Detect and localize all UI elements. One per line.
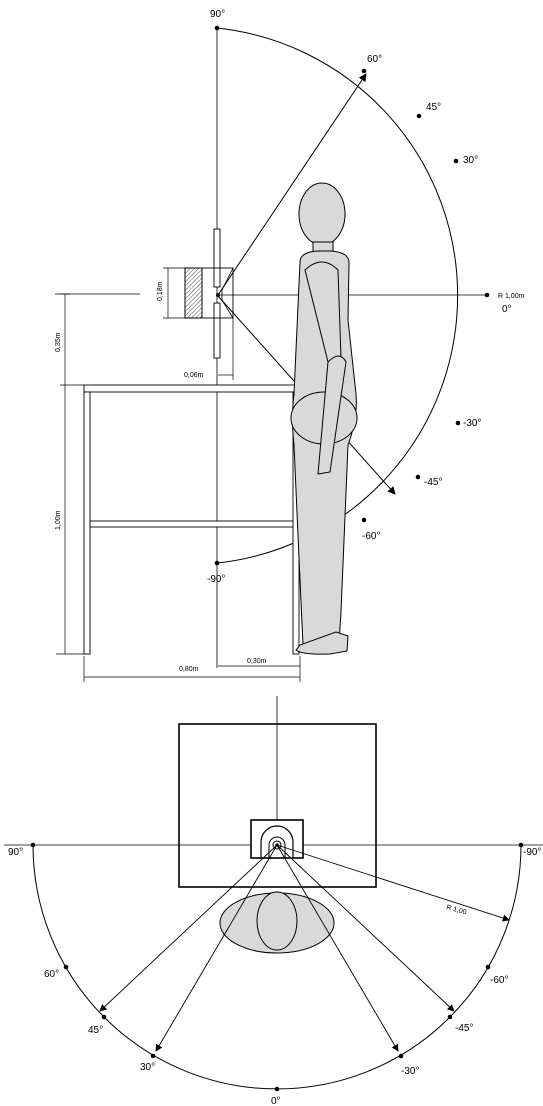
person-head xyxy=(256,891,298,951)
top-label-minus45: -45° xyxy=(455,1023,473,1034)
table-top xyxy=(178,723,377,888)
side-radius-label: R 1,00m xyxy=(498,293,525,300)
side-view: 90° 60° 45° 30° R 1,00m 0° -30° -45° -60… xyxy=(55,9,525,682)
top-arc-points xyxy=(30,842,524,1092)
side-label-30: 30° xyxy=(463,155,478,166)
side-label-60: 60° xyxy=(367,54,382,65)
sensor-top xyxy=(250,819,304,859)
top-label-30: 30° xyxy=(140,1062,155,1073)
dim-above-table: 0,35m xyxy=(55,332,62,352)
dim-table-depth: 0,80m xyxy=(179,666,199,673)
top-label-60: 60° xyxy=(44,969,59,980)
dim-table-height: 1,00m xyxy=(55,510,62,530)
person-side xyxy=(290,182,358,655)
table xyxy=(83,384,301,655)
dim-sensor-depth: 0,06m xyxy=(184,372,204,379)
arc-points xyxy=(214,25,490,566)
dim-person-offset: 0,30m xyxy=(247,658,267,665)
ray-60 xyxy=(217,73,367,296)
side-label-45: 45° xyxy=(426,102,441,113)
top-label-45: 45° xyxy=(88,1025,103,1036)
top-radius-label: R 1,00 xyxy=(445,904,467,916)
side-label-90: 90° xyxy=(210,9,225,20)
dimension-lines xyxy=(56,267,301,682)
top-label-minus30: -30° xyxy=(401,1066,419,1077)
top-label-right-minus90: -90° xyxy=(523,847,541,858)
side-label-minus60: -60° xyxy=(362,531,380,542)
side-label-minus30: -30° xyxy=(463,418,481,429)
dim-sensor-height: 0,18m xyxy=(157,281,164,301)
sensor-side xyxy=(184,228,234,359)
side-label-minus90: -90° xyxy=(207,574,225,585)
top-label-0: 0° xyxy=(271,1096,281,1106)
top-label-minus60: -60° xyxy=(490,975,508,986)
top-rays xyxy=(99,844,510,1052)
top-label-left-90: 90° xyxy=(8,847,23,858)
side-label-0: 0° xyxy=(502,304,512,315)
top-view: 90° -90° 60° 45° 30° 0° -30° -45° -60° R… xyxy=(4,696,543,1106)
side-label-minus45: -45° xyxy=(424,477,442,488)
